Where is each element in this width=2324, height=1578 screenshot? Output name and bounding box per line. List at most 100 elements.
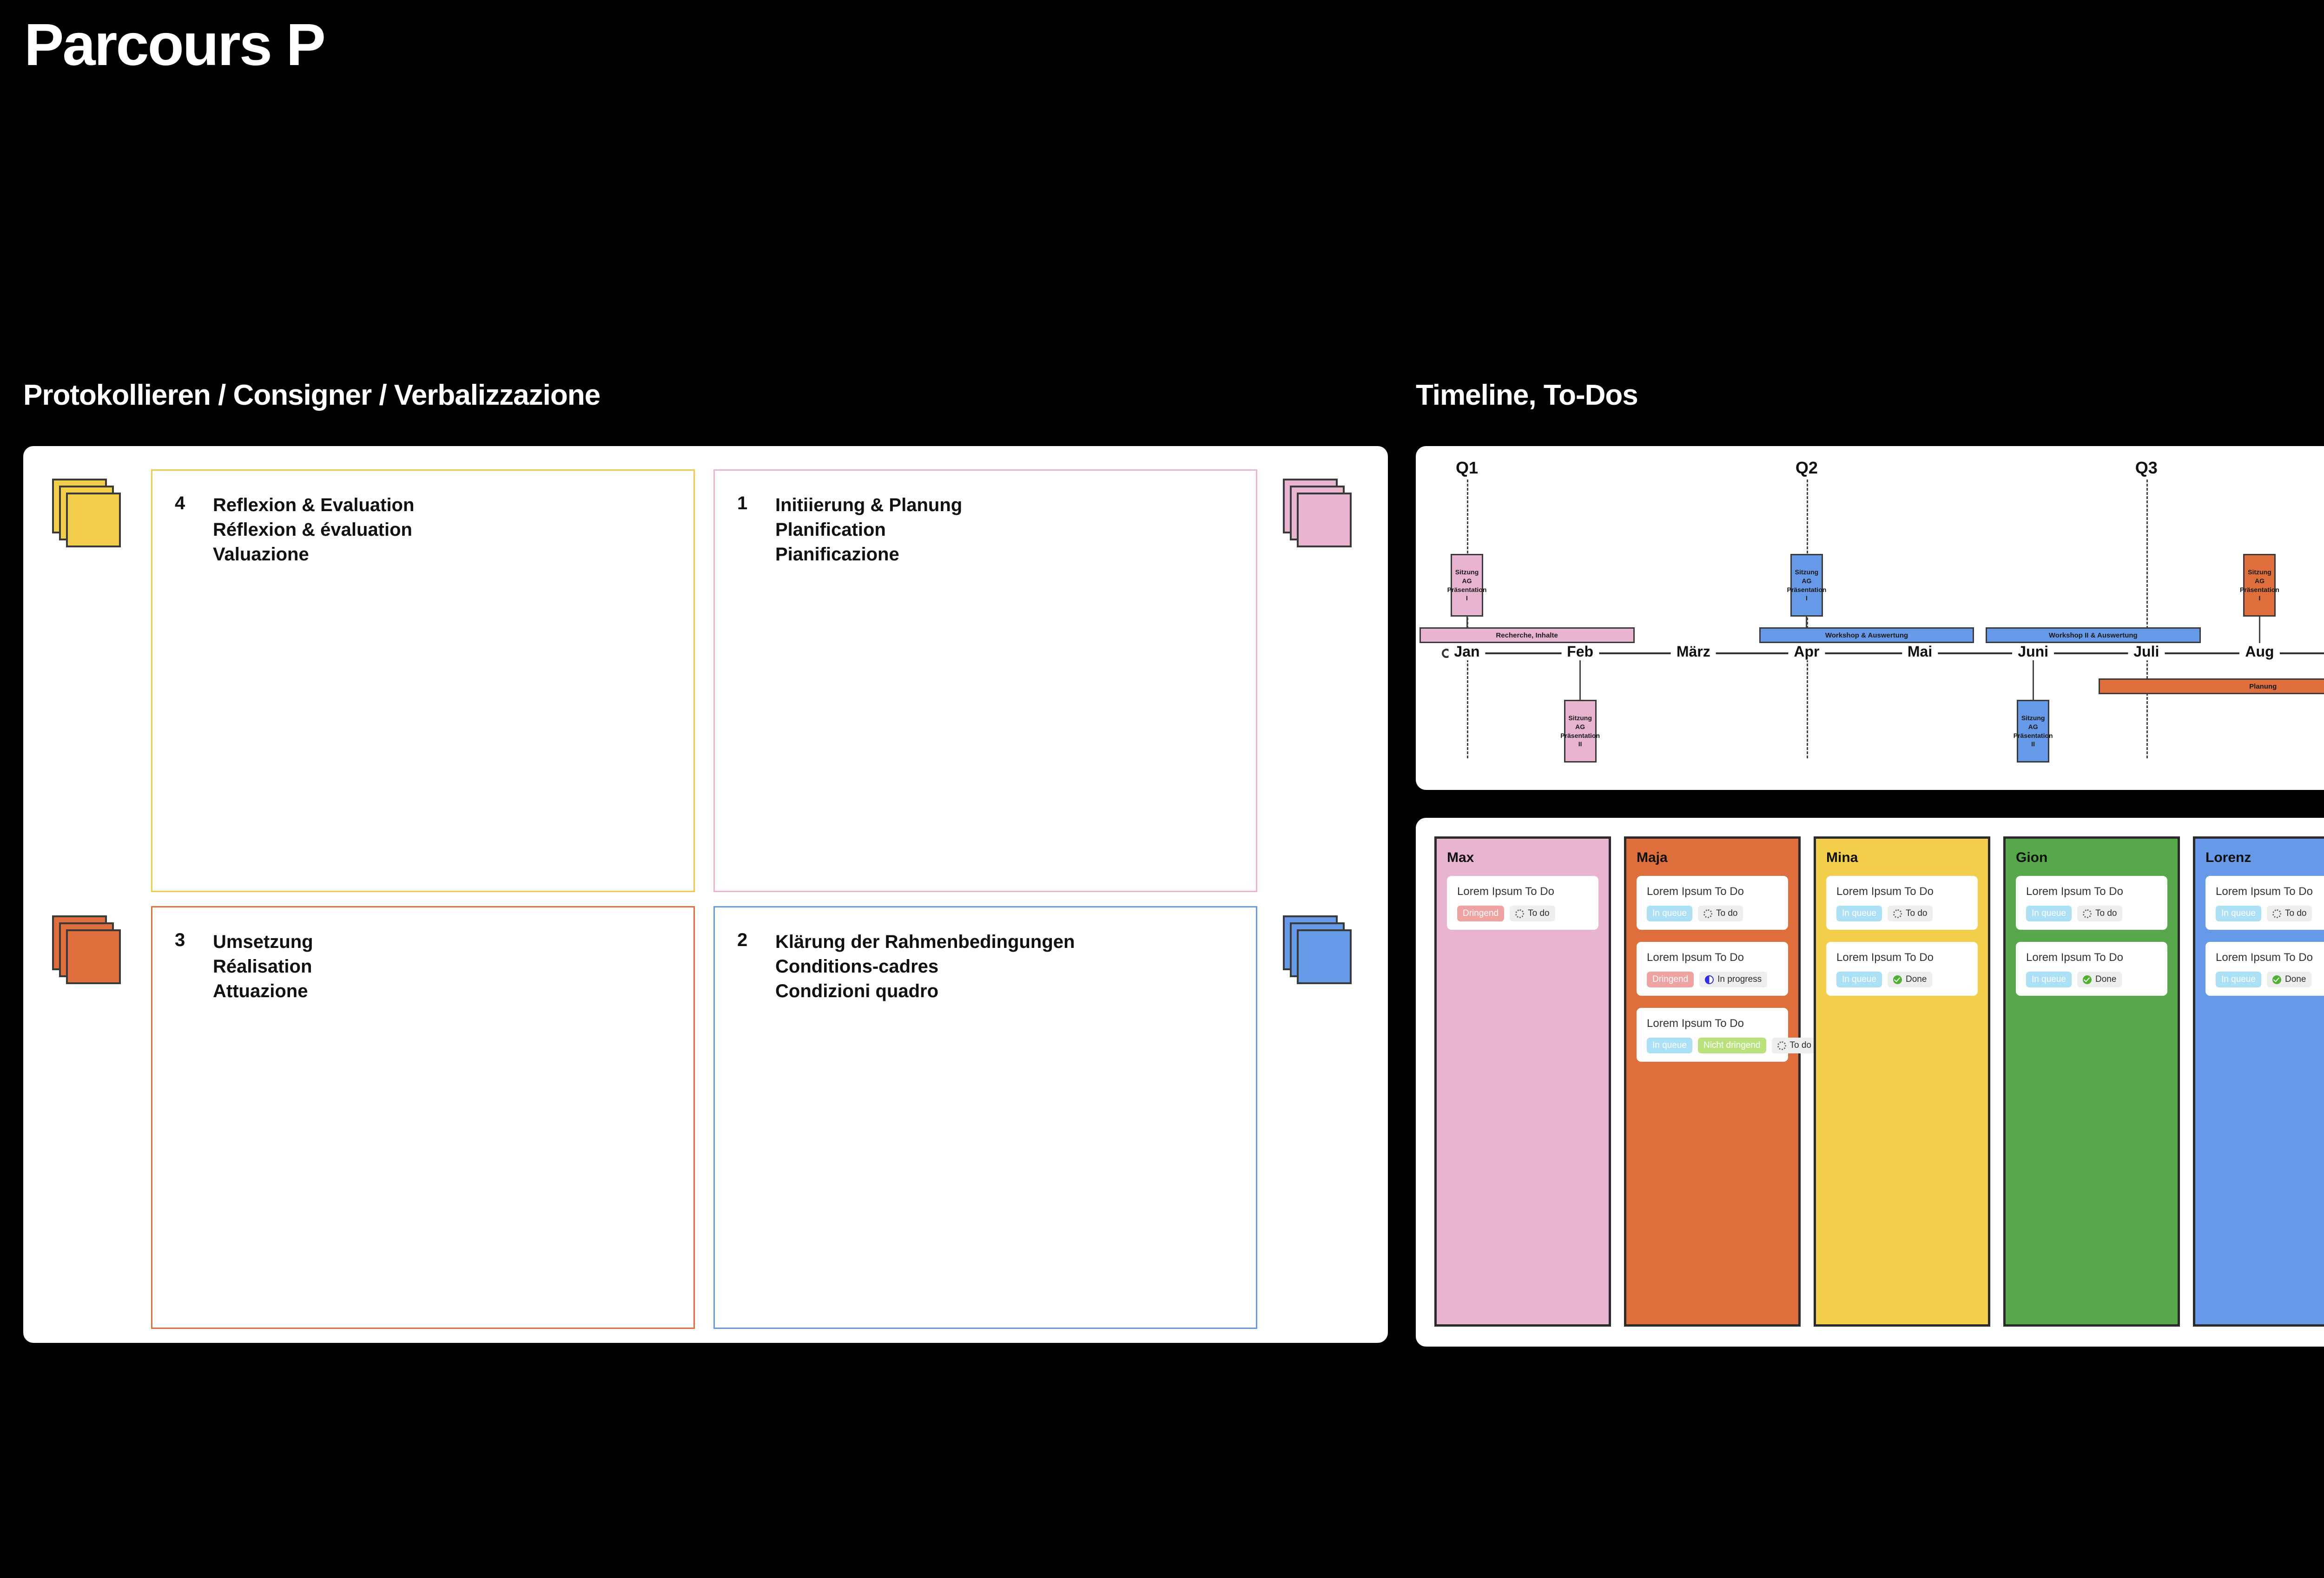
quadrant-card-4[interactable]: 4 Reflexion & Evaluation Réflexion & éva…	[151, 469, 695, 892]
chip-dringend[interactable]: Dringend	[1457, 906, 1505, 921]
quadrant-card-1[interactable]: 1 Initiierung & Planung Planification Pi…	[713, 469, 1257, 892]
kanban-card-chips: Dringend In progress	[1647, 972, 1778, 987]
milestone-connector	[2258, 617, 2260, 652]
quadrant-card-3[interactable]: 3 Umsetzung Réalisation Attuazione	[151, 906, 695, 1329]
chip-in-queue[interactable]: In queue	[2026, 972, 2072, 987]
quarter-divider-q2	[1806, 480, 1808, 758]
chip-in-progress[interactable]: In progress	[1699, 972, 1768, 987]
todo-icon	[2272, 909, 2281, 918]
timeline-axis	[1444, 652, 2324, 654]
milestone-label-line: Präsentation I	[2240, 585, 2279, 602]
chip-done[interactable]: Done	[1887, 972, 1933, 987]
timeline-bar[interactable]: Workshop & Auswertung	[1759, 627, 1974, 643]
kanban-card[interactable]: Lorem Ipsum To Do In queue Nicht dringend T…	[1637, 1008, 1817, 1062]
milestone-connector	[2032, 652, 2034, 700]
chip-to-do[interactable]: To do	[2077, 906, 2123, 921]
todo-icon	[1703, 909, 1712, 918]
chip-in-queue[interactable]: In queue	[2216, 972, 2261, 987]
milestone-label-line: Sitzung AG	[2021, 714, 2045, 730]
milestone-connector	[1579, 652, 1581, 700]
chip-to-do[interactable]: To do	[1510, 906, 1555, 921]
milestone-label-line: Präsentation II	[2013, 731, 2053, 748]
quarter-label-q2: Q2	[1795, 458, 1818, 477]
quadrant-label: Klärung der Rahmenbedingungen Conditions…	[775, 932, 1075, 1002]
milestone-label-line: Präsentation I	[1787, 585, 1827, 602]
done-icon	[2272, 975, 2281, 984]
kanban-card-title: Lorem Ipsum To Do	[2026, 885, 2123, 898]
quadrant-card-2[interactable]: 2 Klärung der Rahmenbedingungen Conditio…	[713, 906, 1257, 1329]
sticky-note-stack-yellow[interactable]	[52, 479, 122, 548]
quarter-label-q1: Q1	[1455, 458, 1479, 477]
timeline-bar[interactable]: Workshop II & Auswertung	[1985, 627, 2201, 643]
chip-done[interactable]: Done	[2266, 972, 2312, 987]
chip-dringend[interactable]: Dringend	[1647, 972, 1694, 987]
chip-label: In queue	[1652, 1040, 1687, 1050]
quarter-divider-q3	[2146, 480, 2148, 758]
month-label: Jan	[1448, 643, 1486, 660]
timeline-panel: Q1Q2Q3Q4JanFebMärzAprMaiJuniJuliAugSeptO…	[1416, 446, 2324, 790]
month-label: Aug	[2239, 643, 2280, 660]
kanban-card[interactable]: Lorem Ipsum To Do In queue To do	[2016, 876, 2167, 930]
chip-in-queue[interactable]: In queue	[1836, 972, 1882, 987]
chip-to-do[interactable]: To do	[1887, 906, 1933, 921]
kanban-card-chips: In queue Done	[1836, 972, 1967, 987]
milestone-label-line: Präsentation II	[1560, 731, 1600, 748]
chip-in-queue[interactable]: In queue	[2026, 906, 2072, 921]
sticky-note-stack-orange[interactable]	[52, 915, 122, 985]
chip-done[interactable]: Done	[2077, 972, 2122, 987]
chip-label: In queue	[1842, 908, 1876, 918]
chip-label: In queue	[2221, 908, 2256, 918]
sticky-note-sheet	[1297, 493, 1352, 547]
quadrant-label: Initiierung & Planung Planification Pian…	[775, 495, 963, 565]
chip-label: In queue	[1652, 908, 1687, 918]
done-icon	[1893, 975, 1902, 984]
chip-in-queue[interactable]: In queue	[1647, 906, 1692, 921]
sticky-note-stack-blue[interactable]	[1283, 915, 1353, 985]
month-label: März	[1670, 643, 1716, 660]
todo-icon	[1893, 909, 1902, 918]
chip-label: To do	[2095, 908, 2117, 918]
kanban-card-title: Lorem Ipsum To Do	[1647, 1017, 1744, 1030]
chip-nicht-dringend[interactable]: Nicht dringend	[1697, 1038, 1766, 1053]
kanban-column-title: Max	[1447, 850, 1474, 865]
chip-in-queue[interactable]: In queue	[1836, 906, 1882, 921]
kanban-card-chips: In queue Done	[2216, 972, 2324, 987]
todo-icon	[1515, 909, 1525, 918]
chip-to-do[interactable]: To do	[2266, 906, 2312, 921]
chip-label: In queue	[2032, 974, 2066, 984]
section-heading-protokollieren: Protokollieren / Consigner / Verbalizzaz…	[23, 379, 601, 411]
chip-in-queue[interactable]: In queue	[1647, 1038, 1692, 1053]
quadrant-label: Umsetzung Réalisation Attuazione	[213, 932, 313, 1002]
milestone-label-line: Sitzung AG	[1795, 568, 1819, 585]
timeline-bar[interactable]: Planung	[2099, 678, 2324, 694]
todo-icon	[2082, 909, 2092, 918]
page-title: Parcours P	[24, 12, 326, 78]
timeline-bar[interactable]: Recherche, Inhalte	[1419, 627, 1635, 643]
chip-to-do[interactable]: To do	[1771, 1038, 1817, 1053]
quarter-divider-q1	[1467, 480, 1468, 758]
chip-to-do[interactable]: To do	[1697, 906, 1743, 921]
sticky-note-stack-pink[interactable]	[1283, 479, 1353, 548]
chip-in-queue[interactable]: In queue	[2216, 906, 2261, 921]
kanban-card-chips: In queue To do	[2026, 906, 2157, 921]
